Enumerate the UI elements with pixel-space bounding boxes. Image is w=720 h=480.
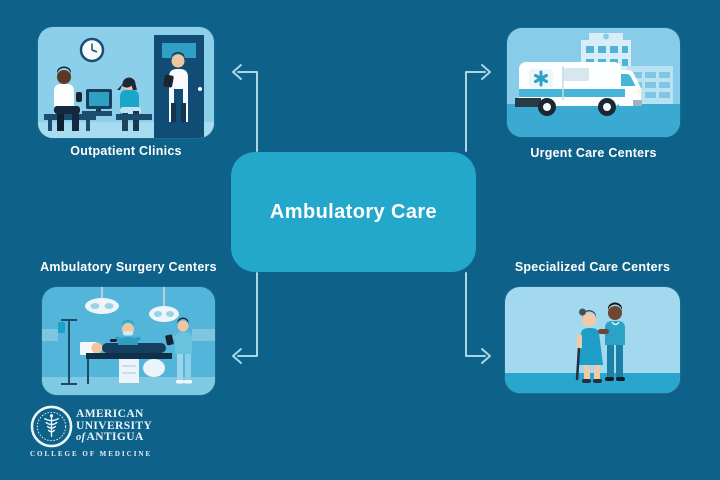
surgeon-figure (110, 320, 141, 345)
star-of-life-icon (534, 70, 548, 87)
reception-monitor (82, 89, 112, 116)
logo-line-antigua: ofANTIGUA (76, 431, 144, 444)
road (507, 104, 680, 137)
operating-table (86, 342, 172, 383)
central-node-ambulatory-care: Ambulatory Care (231, 152, 476, 272)
arrow-head-left-bottom (232, 348, 242, 364)
arrow-to-outpatient (237, 71, 258, 152)
iv-pole-icon (61, 319, 77, 385)
surgery-centers-label: Ambulatory Surgery Centers (40, 260, 217, 274)
urgent-care-card (507, 28, 680, 137)
waiting-man-figure (54, 66, 82, 131)
arrow-to-surgery (237, 272, 258, 357)
urgent-care-illustration (507, 28, 680, 137)
specialized-care-card (505, 287, 680, 393)
assistant-nurse-figure (165, 317, 192, 384)
waiting-woman-figure (117, 77, 141, 131)
arrow-to-urgent (465, 71, 486, 152)
ambulance-icon (515, 62, 642, 116)
logo-tagline: COLLEGE OF MEDICINE (30, 450, 153, 458)
surgical-light-icon-2 (149, 287, 179, 322)
surgical-light-icon (85, 287, 119, 314)
arrow-to-specialized (465, 272, 486, 357)
stethoscope-icon (611, 321, 620, 326)
caduceus-seal-icon (30, 405, 73, 448)
doctor-figure (163, 52, 188, 122)
nurse-figure (598, 302, 625, 381)
arrow-head-left-top (232, 64, 242, 80)
specialized-care-illustration (505, 287, 680, 393)
outpatient-clinics-card (38, 27, 214, 138)
outpatient-clinics-label: Outpatient Clinics (70, 144, 182, 158)
surgery-centers-illustration (42, 287, 215, 395)
cane (575, 347, 581, 381)
elderly-patient-figure (575, 308, 603, 383)
urgent-care-label: Urgent Care Centers (530, 146, 657, 160)
central-node-title: Ambulatory Care (269, 200, 438, 223)
surgery-centers-card (42, 287, 215, 395)
logo-line-american: AMERICAN (76, 408, 144, 421)
arrow-head-right-top (481, 64, 491, 80)
specialized-care-label: Specialized Care Centers (514, 260, 671, 274)
outpatient-clinics-illustration (38, 27, 214, 138)
wall-clock-icon (79, 37, 105, 63)
aua-logo: AMERICAN UNIVERSITY ofANTIGUA COLLEGE OF… (30, 405, 156, 458)
logo-line-university: UNIVERSITY (76, 419, 153, 432)
arrow-head-right-bottom (481, 348, 491, 364)
